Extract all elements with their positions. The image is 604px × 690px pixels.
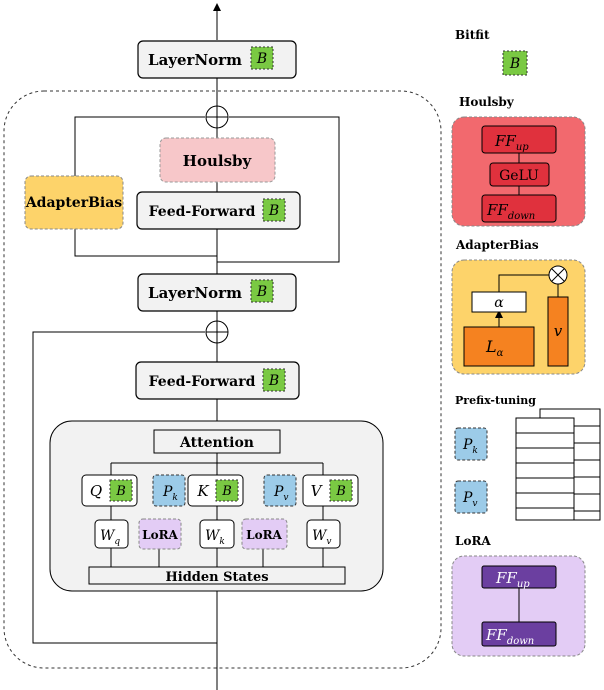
bias-badge-v: B (329, 479, 353, 502)
svg-text:B: B (335, 484, 346, 499)
prefix-pk-label: Pk (162, 484, 178, 503)
bias-badge-layernorm-mid: B (250, 279, 274, 303)
legend-alpha-box (471, 291, 527, 313)
svg-text:B: B (509, 56, 520, 72)
svg-text:B: B (268, 203, 279, 219)
legend-adapterbias-connectors (495, 274, 559, 327)
houlsby-label: Houlsby (183, 152, 253, 170)
legend-alpha-label: α (494, 295, 504, 311)
legend-prefix-pv (454, 480, 488, 514)
svg-text:FFdown: FFdown (485, 626, 534, 647)
layernorm-top-label: LayerNorm (148, 51, 242, 69)
wk-box (199, 519, 235, 549)
feed-forward-lower-box (135, 361, 300, 400)
legend-bitfit-title: Bitfit (455, 28, 490, 42)
multiply-icon (548, 265, 568, 285)
legend-houlsby-ff-up (481, 125, 557, 154)
svg-text:Pv: Pv (462, 490, 478, 509)
legend-bitfit-badge: B (502, 50, 528, 76)
prefix-pv-label: Pv (273, 484, 289, 503)
prefix-pk-box (152, 474, 186, 507)
k-label: K (196, 482, 209, 500)
lora-left-label: LoRA (142, 528, 178, 542)
prefix-stack-front (515, 417, 575, 521)
houlsby-box (159, 137, 276, 183)
legend-prefix-pk (454, 427, 488, 461)
add-circle-lower (205, 320, 229, 344)
v-label: V (311, 482, 324, 500)
legend-prefix-title: Prefix-tuning (455, 394, 536, 407)
svg-text:B: B (256, 51, 267, 67)
legend-gelu-label: GeLU (499, 168, 539, 184)
transformer-block-outline (3, 90, 442, 669)
wq-box (94, 519, 129, 549)
legend-lora-title: LoRA (455, 534, 491, 548)
wq-label: Wq (100, 528, 120, 547)
attention-connectors (110, 453, 324, 567)
lora-right-label: LoRA (246, 528, 282, 542)
wv-box (306, 519, 341, 549)
svg-text:Pk: Pk (462, 437, 478, 456)
legend-houlsby-gelu (489, 162, 550, 187)
wv-label: Wv (312, 528, 331, 547)
legend-houlsby-title: Houlsby (459, 95, 515, 109)
prefix-pv-box (263, 474, 297, 507)
svg-text:B: B (256, 284, 267, 300)
attention-label: Attention (179, 435, 254, 451)
svg-text:B: B (221, 484, 232, 499)
lora-left-box (138, 518, 182, 550)
bias-badge-ff-lower: B (262, 368, 286, 392)
residual-line-lower (32, 331, 217, 644)
layernorm-mid-label: LayerNorm (148, 284, 242, 302)
adapterbias-box (24, 175, 124, 230)
legend-v-vector (547, 296, 569, 367)
feed-forward-upper-label: Feed-Forward (149, 204, 256, 220)
bias-badge-k: B (215, 479, 239, 502)
hidden-states-box (88, 566, 346, 585)
bias-badge-ff-upper: B (262, 198, 286, 222)
lora-right-box (241, 518, 288, 550)
q-label: Q (90, 482, 102, 500)
legend-v-label: v (554, 322, 563, 340)
legend-lora-ff-down (481, 621, 557, 647)
legend-l-alpha-label: Lα (485, 337, 504, 359)
attention-box (153, 429, 281, 454)
feed-forward-lower-label: Feed-Forward (149, 374, 256, 390)
legend-l-alpha-box (463, 326, 535, 367)
feed-forward-upper-box (136, 191, 301, 230)
svg-text:B: B (115, 484, 126, 499)
svg-text:FFup: FFup (495, 569, 530, 590)
adapterbias-label: AdapterBias (25, 195, 122, 211)
adapter-branch-line (217, 116, 340, 263)
legend-houlsby-ff-down (481, 194, 557, 223)
svg-text:FFdown: FFdown (486, 201, 535, 222)
legend-adapterbias-title: AdapterBias (455, 238, 539, 252)
svg-text:B: B (268, 373, 279, 389)
bias-badge-q: B (109, 479, 133, 502)
wk-label: Wk (205, 528, 225, 547)
add-circle-upper (205, 105, 229, 129)
bias-badge-layernorm-top: B (250, 46, 274, 70)
legend-lora-ff-up (481, 565, 557, 589)
svg-text:FFup: FFup (494, 132, 529, 153)
hidden-states-label: Hidden States (165, 570, 268, 585)
